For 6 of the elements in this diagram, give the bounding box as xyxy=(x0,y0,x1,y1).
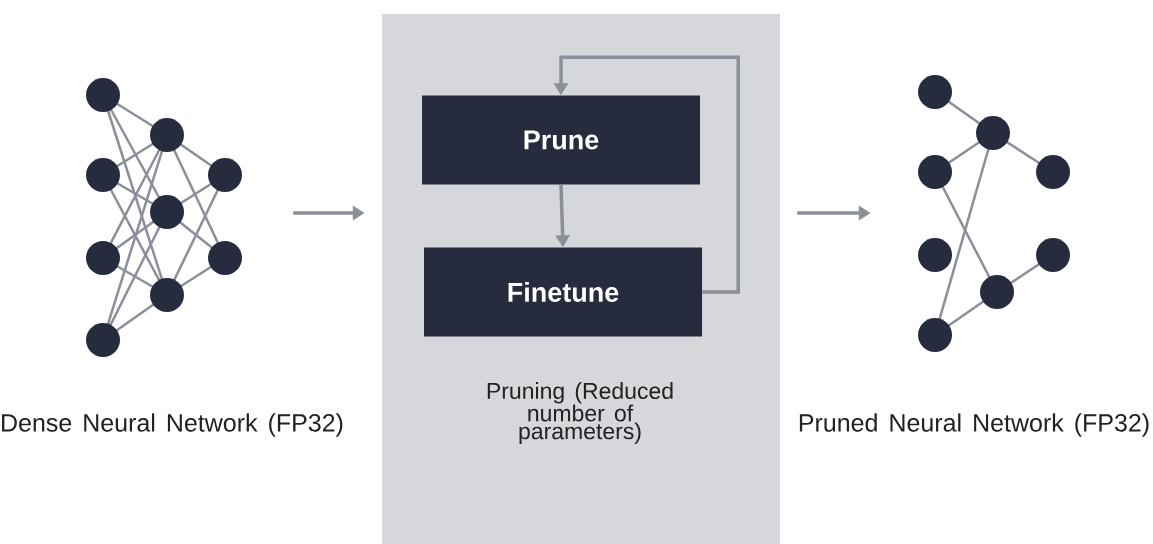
process-box: Finetune xyxy=(424,247,702,337)
neural-network-drawing xyxy=(86,78,242,357)
process-box: Prune xyxy=(422,95,700,185)
network-caption: Pruned Neural Network (FP32) xyxy=(799,413,1149,437)
network-caption: Dense Neural Network (FP32) xyxy=(2,413,343,437)
neural-network-drawing xyxy=(918,75,1070,352)
